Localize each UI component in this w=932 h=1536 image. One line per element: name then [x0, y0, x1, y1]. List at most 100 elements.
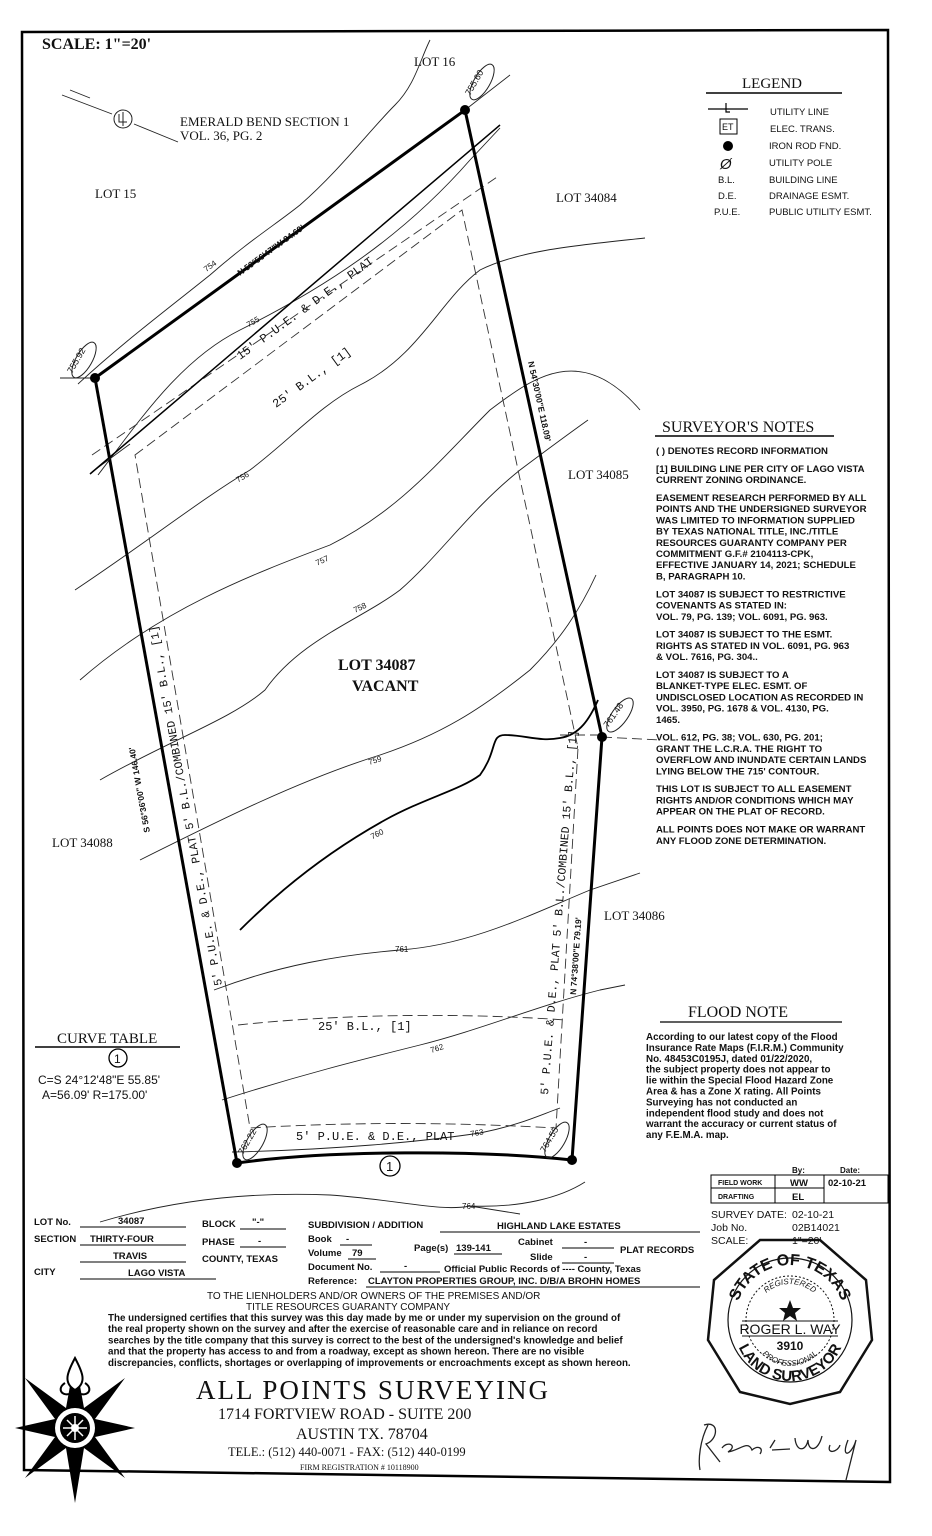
- legend-label: ELEC. TRANS.: [770, 124, 835, 135]
- elevation-ne: 755.60: [463, 68, 485, 97]
- phase-label: PHASE: [202, 1237, 235, 1248]
- work-table: By: Date: FIELD WORK WW 02-10-21 DRAFTIN…: [710, 1166, 889, 1204]
- curve-marker-circle: [379, 1155, 401, 1177]
- surveyor-signature: [698, 1423, 857, 1481]
- flood-note-line: any F.E.M.A. map.: [646, 1130, 729, 1141]
- surveyor-note-line: RIGHTS AS STATED IN VOL. 6091, PG. 963: [656, 641, 849, 652]
- contour-759: [139, 574, 597, 861]
- certification-line: and that the property has access to and …: [108, 1347, 585, 1358]
- legend-label: UTILITY POLE: [769, 158, 832, 169]
- surveyor-note-line: POINTS AND THE UNDERSIGNED SURVEYOR: [656, 504, 867, 515]
- contour-label-754: 754: [202, 258, 219, 273]
- legend-symbols: ET Ø B.L. D.E. P.U.E.: [708, 103, 748, 218]
- curve-chord: C=S 24°12'48"E 55.85': [38, 1073, 160, 1087]
- surveyor-note-line: ( ) DENOTES RECORD INFORMATION: [656, 446, 828, 457]
- lot-34086-label: LOT 34086: [604, 908, 665, 923]
- top-bl-label: 25' B.L., [1]: [270, 345, 354, 411]
- book: -: [346, 1234, 349, 1245]
- phase: -: [258, 1236, 261, 1247]
- city: LAGO VISTA: [128, 1268, 185, 1279]
- lot-34084-label: LOT 34084: [556, 190, 617, 205]
- contour-760: [239, 699, 599, 931]
- surveyor-note-line: [1] BUILDING LINE PER CITY OF LAGO VISTA: [656, 464, 865, 475]
- surveyor-note-line: LOT 34087 IS SUBJECT TO THE ESMT.: [656, 630, 832, 641]
- scale-label: SCALE: 1"=20': [42, 36, 151, 53]
- certification-body: The undersigned certifies that this surv…: [108, 1313, 631, 1369]
- lot-34085-label: LOT 34085: [568, 467, 629, 482]
- iron-rod-icon: [90, 373, 100, 383]
- bottom-pue-label: 5' P.U.E. & D.E., PLAT: [296, 1130, 454, 1144]
- contour-label-756: 756: [235, 470, 252, 485]
- surveyor-note-line: GRANT THE L.C.R.A. THE RIGHT TO: [656, 744, 823, 755]
- surveyor-note-line: B, PARAGRAPH 10.: [656, 571, 745, 582]
- job-scale-label: SCALE:: [711, 1235, 748, 1247]
- contour-label-760: 760: [369, 827, 385, 841]
- flood-note-line: independent flood study and does not: [646, 1108, 824, 1119]
- flood-note-line: warrant the accuracy or current status o…: [645, 1119, 837, 1130]
- surveyor-note-line: WAS LIMITED TO INFORMATION SUPPLIED: [656, 515, 855, 526]
- subject-lot-label: LOT 34087: [338, 657, 416, 674]
- seal-name: ROGER L. WAY: [739, 1321, 841, 1337]
- drafting-label: DRAFTING: [718, 1194, 755, 1201]
- east-lower-boundary-call: N 74°38'00"E 79.19': [568, 917, 583, 995]
- surveyor-note-line: LOT 34087 IS SUBJECT TO A: [656, 670, 789, 681]
- document: -: [404, 1261, 407, 1272]
- north-boundary-call: N 59°56'47"W 84.69': [235, 223, 306, 278]
- top-pue-label: 15' P.U.E. & D.E., PLAT: [234, 255, 376, 364]
- slide: -: [584, 1252, 587, 1263]
- surveyor-note-line: EFFECTIVE JANUARY 14, 2021; SCHEDULE: [656, 560, 857, 571]
- iron-rod-icon: [597, 732, 607, 742]
- city-label: CITY: [34, 1267, 56, 1278]
- certification-line: The undersigned certifies that this surv…: [108, 1313, 621, 1324]
- flood-note-line: lie within the Special Flood Hazard Zone: [646, 1076, 834, 1087]
- survey-date: 02-10-21: [792, 1209, 834, 1221]
- contour-761: [213, 872, 641, 991]
- surveyor-note-line: RESOURCES GUARANTY COMPANY PER: [656, 538, 847, 549]
- surveyor-note-line: OVERFLOW AND INUNDATE CERTAIN LANDS: [656, 755, 867, 766]
- job-no: 02B14021: [792, 1222, 840, 1234]
- surveyor-note-line: VOL. 612, PG. 38; VOL. 630, PG. 201;: [656, 733, 823, 744]
- utility-line-icon: [708, 103, 748, 113]
- legend-label: PUBLIC UTILITY ESMT.: [769, 207, 872, 218]
- iron-rod-icon: [567, 1155, 577, 1165]
- seal-number: 3910: [777, 1339, 804, 1353]
- curve-marker-number: 1: [386, 1159, 393, 1174]
- sheet-border: [20, 28, 892, 1484]
- lot-boundary: [60, 74, 604, 1165]
- curve-number: 1: [114, 1052, 121, 1066]
- company-name: ALL POINTS SURVEYING: [196, 1375, 548, 1405]
- lot-34088-label: LOT 34088: [52, 835, 113, 850]
- volume: 79: [352, 1248, 363, 1259]
- contour-757: [79, 370, 641, 681]
- flood-note-line: the subject property does not appear to: [646, 1065, 831, 1076]
- document-label: Document No.: [308, 1262, 372, 1273]
- surveyor-note-line: VOL. 3950, PG. 1678 & VOL. 4130, PG.: [656, 704, 829, 715]
- property-info: LOT No. 34087 BLOCK "-" SECTION THIRTY-F…: [34, 1216, 700, 1288]
- cabinet: -: [584, 1237, 587, 1248]
- legend-title: LEGEND: [742, 76, 802, 92]
- flood-note-body: According to our latest copy of the Floo…: [645, 1032, 844, 1141]
- surveyor-note-line: LYING BELOW THE 715' CONTOUR.: [656, 766, 819, 777]
- contour-762: [221, 984, 626, 1101]
- field-work-date: 02-10-21: [828, 1178, 867, 1189]
- lot-no-label: LOT No.: [34, 1217, 71, 1228]
- contour-758: [99, 419, 589, 781]
- iron-rod-icon: [460, 105, 470, 115]
- surveyor-note-line: APPEAR ON THE PLAT OF RECORD.: [656, 807, 825, 818]
- legend-label: UTILITY LINE: [770, 107, 829, 118]
- reference: CLAYTON PROPERTIES GROUP, INC. D/B/A BRO…: [368, 1276, 640, 1287]
- field-work-label: FIELD WORK: [718, 1180, 762, 1187]
- contour-763: [231, 1107, 561, 1153]
- section-label: SECTION: [34, 1234, 76, 1245]
- subdivision-label: SUBDIVISION / ADDITION: [308, 1220, 423, 1231]
- surveyor-note-line: RIGHTS AND/OR CONDITIONS WHICH MAY: [656, 795, 854, 806]
- surveyor-note-line: & VOL. 7616, PG. 304..: [656, 652, 758, 663]
- elevation-se: 764.55: [538, 1125, 560, 1154]
- job-no-label: Job No.: [711, 1222, 747, 1234]
- company-address2: AUSTIN TX. 78704: [296, 1426, 428, 1443]
- curve-table-title: CURVE TABLE: [57, 1031, 157, 1047]
- contour-755: [97, 127, 501, 476]
- county: TRAVIS: [113, 1251, 147, 1262]
- surveyor-seal: STATE OF TEXAS LAND SURVEYOR REGISTERED …: [706, 1238, 874, 1406]
